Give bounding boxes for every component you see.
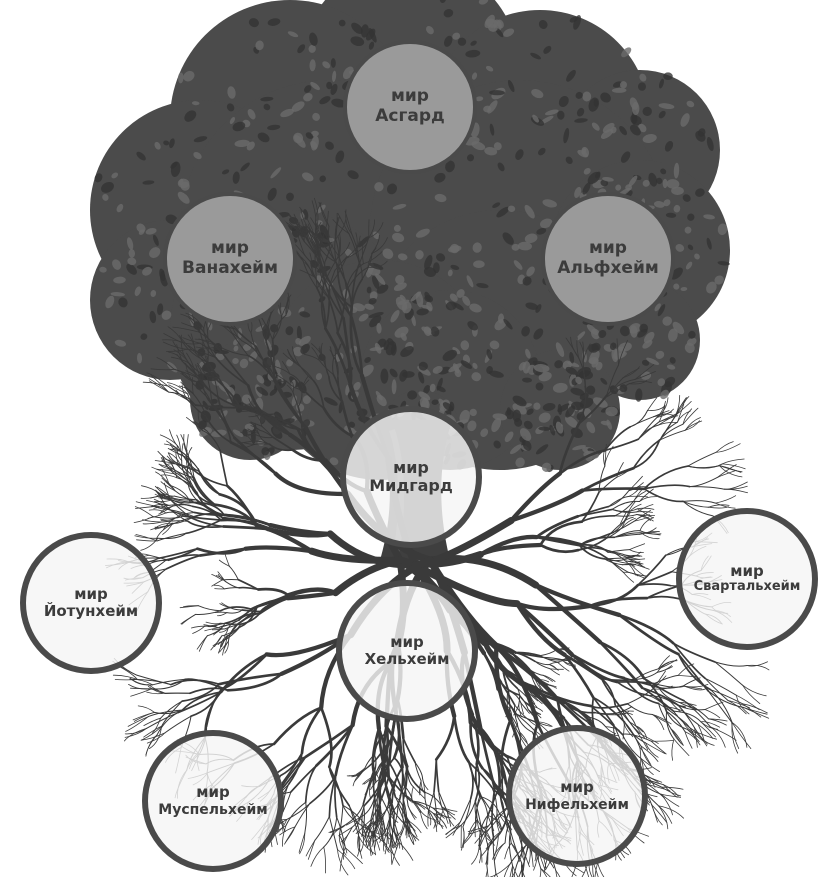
world-svartalfheim-prefix: мир [730,561,764,580]
world-vanaheim: мир Ванахейм [163,192,297,326]
world-asgard-prefix: мир [391,86,429,107]
world-vanaheim-prefix: мир [211,238,249,259]
world-helheim-prefix: мир [390,632,424,651]
world-alfheim-name: Альфхейм [557,258,659,278]
world-vanaheim-name: Ванахейм [182,258,278,278]
world-midgard: мир Мидгард [340,406,482,548]
world-alfheim: мир Альфхейм [541,192,675,326]
world-midgard-name: Мидгард [369,476,453,495]
world-alfheim-prefix: мир [589,238,627,259]
world-muspelheim-name: Муспельхейм [158,801,268,818]
world-helheim: мир Хельхейм [336,580,478,722]
world-niflheim-name: Нифельхейм [525,796,629,813]
world-helheim-name: Хельхейм [364,650,450,668]
world-asgard: мир Асгард [343,40,477,174]
world-jotunheim-prefix: мир [74,584,108,603]
world-niflheim-prefix: мир [560,778,594,797]
world-svartalfheim: мир Свартальхейм [676,508,818,650]
world-midgard-prefix: мир [393,457,429,477]
world-jotunheim-name: Йотунхейм [43,602,139,620]
world-muspelheim: мир Муспельхейм [142,730,284,872]
world-jotunheim: мир Йотунхейм [20,532,162,674]
world-svartalfheim-name: Свартальхейм [693,579,801,595]
world-asgard-name: Асгард [375,106,445,126]
world-niflheim: мир Нифельхейм [506,725,648,867]
world-muspelheim-prefix: мир [196,783,230,802]
